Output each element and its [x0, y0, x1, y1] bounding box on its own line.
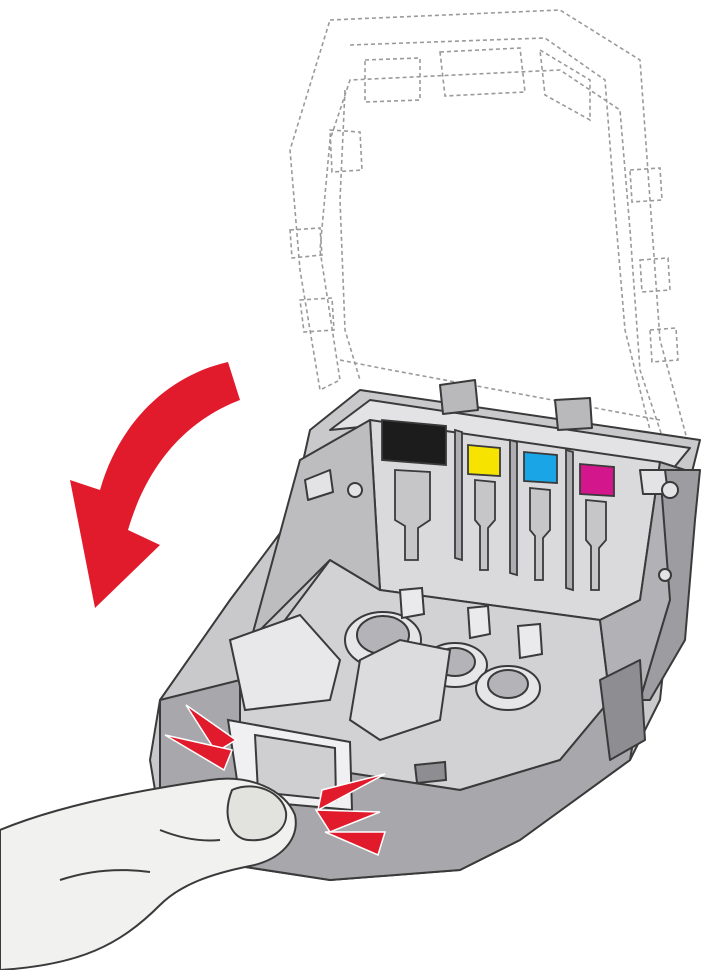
yellow-slot	[467, 444, 501, 571]
press-mark-right-1	[316, 773, 386, 812]
press-mark-right-3	[324, 831, 387, 857]
close-direction-arrow	[70, 362, 240, 608]
cartridge-slots	[381, 419, 615, 592]
magenta-slot	[579, 463, 615, 591]
cyan-ink-port	[475, 622, 544, 711]
black-slot	[381, 419, 447, 561]
press-mark-left-1	[185, 704, 238, 754]
cyan-slot	[523, 451, 558, 581]
press-mark-right-2	[314, 809, 381, 833]
open-latch-lid	[289, 9, 691, 462]
press-indicator-marks	[164, 704, 387, 857]
finger-pressing-latch	[0, 777, 297, 970]
press-mark-left-2	[164, 734, 234, 772]
